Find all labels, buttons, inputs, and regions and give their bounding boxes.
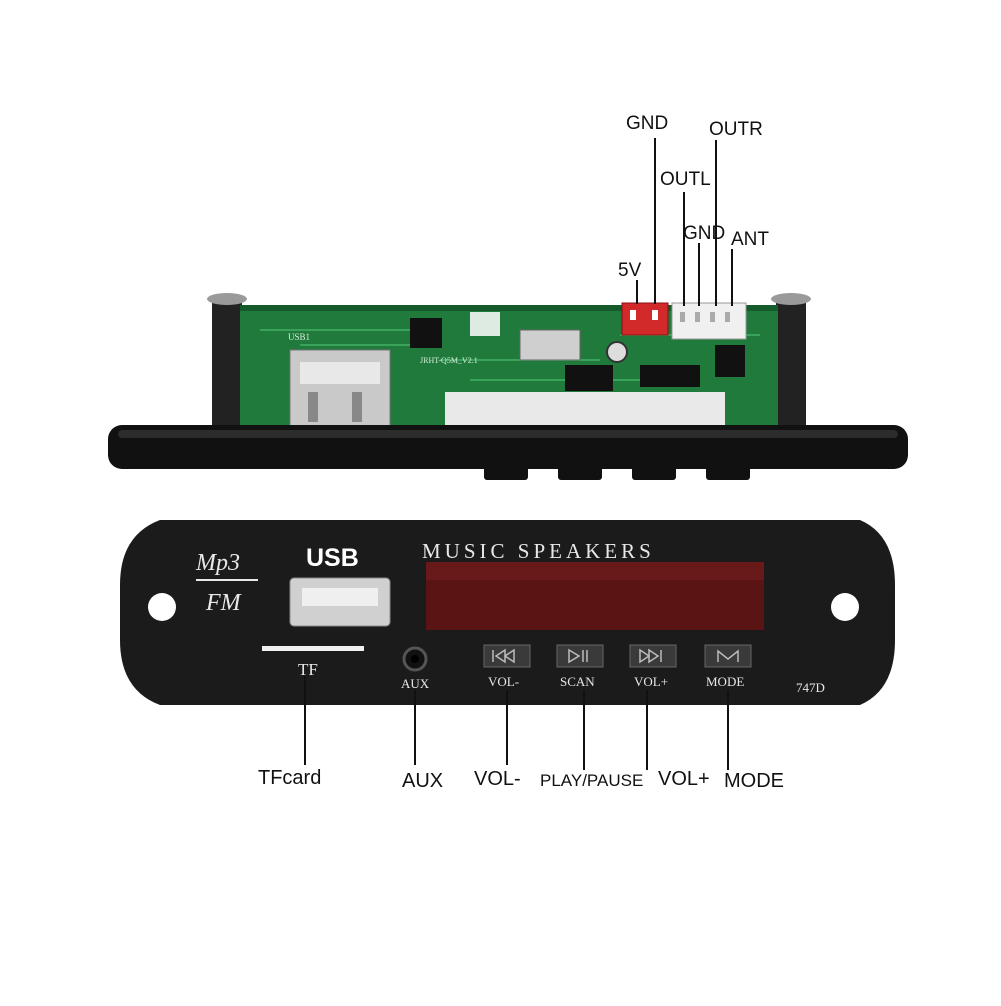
bottom-leader-lines xyxy=(304,676,729,770)
ic-chip xyxy=(715,345,745,377)
label-gnd-red: GND xyxy=(626,113,669,134)
button-vol-plus[interactable]: VOL+ xyxy=(629,644,677,689)
button-mode[interactable]: MODE xyxy=(704,644,752,689)
left-mount-hole xyxy=(148,593,176,621)
capacitor xyxy=(606,341,628,363)
button-label: VOL- xyxy=(488,674,519,689)
silkscreen-usb: USB1 xyxy=(288,332,310,342)
logo-fm: FM xyxy=(205,590,243,616)
ic-chip xyxy=(410,318,442,348)
top-leader-lines xyxy=(636,138,733,306)
panel-title: MUSIC SPEAKERS xyxy=(422,539,655,563)
button-label: MODE xyxy=(706,674,744,689)
label-play-pause: PLAY/PAUSE xyxy=(540,771,644,790)
model-number: 747D xyxy=(796,680,825,695)
tf-label: TF xyxy=(298,660,318,679)
next-icon xyxy=(639,648,662,664)
label-outr: OUTR xyxy=(709,119,763,140)
front-panel: Mp3 FM USB MUSIC SPEAKERS TF AUX VOL- SC… xyxy=(120,520,895,705)
label-5v: 5V xyxy=(618,260,642,281)
button-label: SCAN xyxy=(560,674,595,689)
ic-chip xyxy=(640,365,700,387)
button-scan[interactable]: SCAN xyxy=(556,644,604,689)
left-mount-post xyxy=(212,300,242,430)
play-pause-icon xyxy=(568,648,588,664)
button-vol-minus[interactable]: VOL- xyxy=(483,644,531,689)
logo-mp3: Mp3 xyxy=(195,550,240,576)
crystal-oscillator xyxy=(519,329,581,361)
usb-label: USB xyxy=(306,544,359,572)
label-vol-minus: VOL- xyxy=(474,768,521,790)
label-gnd-white: GND xyxy=(683,223,726,244)
label-vol-plus: VOL+ xyxy=(658,768,710,790)
label-tfcard: TFcard xyxy=(258,767,322,789)
right-mount-post xyxy=(776,300,806,430)
tf-card-slot[interactable] xyxy=(262,646,364,651)
audio-connector-white xyxy=(671,302,747,340)
display-back xyxy=(445,392,725,426)
aux-panel-label: AUX xyxy=(401,676,430,691)
mode-icon xyxy=(717,649,739,662)
power-connector-red xyxy=(621,302,669,336)
label-aux: AUX xyxy=(402,770,444,792)
ic-chip xyxy=(565,365,613,391)
label-outl: OUTL xyxy=(660,169,711,190)
label-mode: MODE xyxy=(724,770,784,792)
right-screw-head xyxy=(771,293,811,305)
pcb-top-view: USB1 JRHT-Q5M_V2.1 xyxy=(108,293,908,480)
button-label: VOL+ xyxy=(634,674,668,689)
right-mount-hole xyxy=(831,593,859,621)
previous-icon xyxy=(492,648,515,664)
left-screw-head xyxy=(207,293,247,305)
silkscreen-model: JRHT-Q5M_V2.1 xyxy=(420,356,478,365)
label-ant: ANT xyxy=(731,229,769,250)
